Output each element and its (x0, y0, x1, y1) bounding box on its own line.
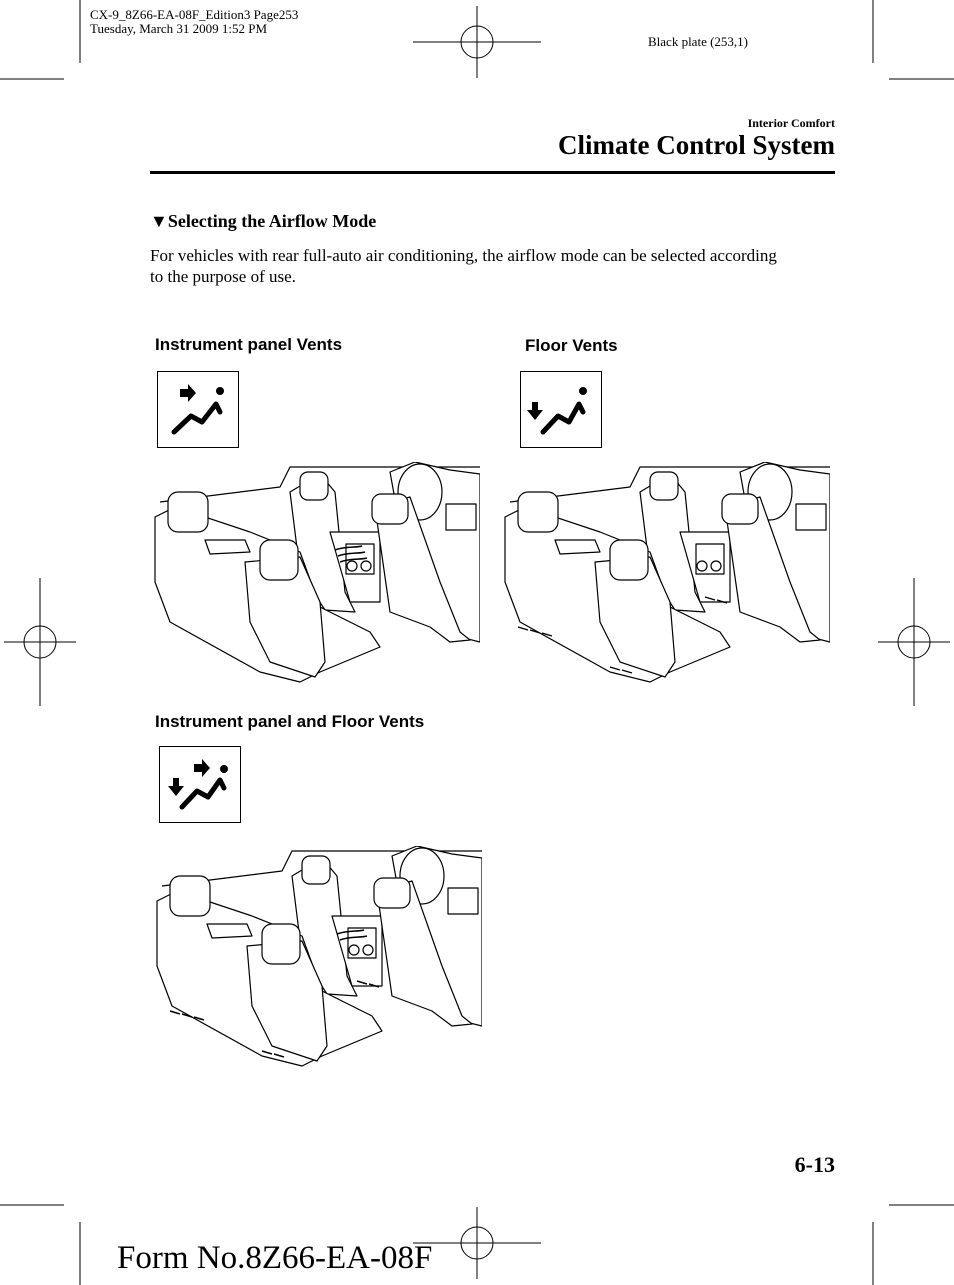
print-slug-date: Tuesday, March 31 2009 1:52 PM (90, 21, 268, 36)
print-slug-plate: Black plate (253,1) (648, 34, 748, 49)
section-label: Interior Comfort (747, 116, 835, 130)
subsection-heading: ▼Selecting the Airflow Mode (150, 211, 377, 231)
page-number: 6-13 (794, 1152, 835, 1177)
caption-instrument-panel-vents: Instrument panel Vents (155, 335, 343, 354)
caption-instrument-panel-and-floor-vents: Instrument panel and Floor Vents (155, 712, 425, 731)
rear-seat-airflow-illustration (154, 462, 480, 683)
subsection-body: For vehicles with rear full-auto air con… (150, 246, 777, 286)
header-rule (150, 171, 835, 174)
instrument-panel-vent-mode-icon (157, 371, 239, 448)
print-slug-file: CX-9_8Z66-EA-08F_Edition3 Page253 (90, 7, 299, 22)
page-title: Climate Control System (558, 130, 835, 160)
caption-floor-vents: Floor Vents (525, 336, 618, 355)
floor-airflow-illustration (504, 462, 830, 683)
bi-level-vent-mode-icon (159, 746, 241, 823)
floor-vent-mode-icon (520, 371, 602, 448)
form-number: Form No.8Z66-EA-08F (117, 1240, 433, 1276)
bi-level-airflow-illustration (156, 846, 482, 1067)
